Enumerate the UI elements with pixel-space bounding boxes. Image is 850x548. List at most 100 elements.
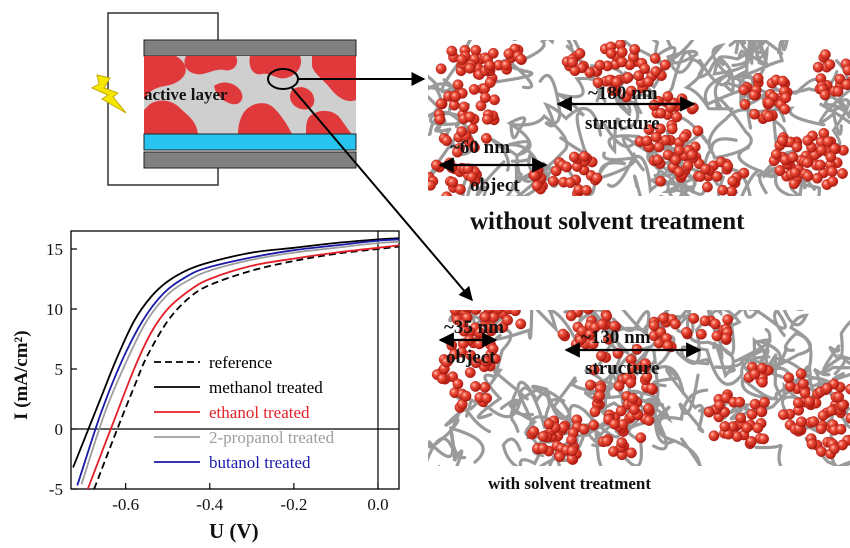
domain-particle bbox=[450, 305, 460, 315]
domain-particle bbox=[784, 373, 794, 383]
domain-particle bbox=[825, 59, 835, 69]
domain-particle bbox=[736, 413, 746, 423]
domain-particle bbox=[465, 63, 475, 73]
domain-particle bbox=[453, 379, 463, 389]
domain-particle bbox=[747, 409, 757, 419]
domain-particle bbox=[465, 367, 475, 377]
domain-particle bbox=[780, 104, 790, 114]
domain-particle bbox=[630, 44, 640, 54]
x-tick-label: -0.4 bbox=[196, 495, 223, 514]
domain-particle bbox=[461, 391, 471, 401]
x-tick-label: 0.0 bbox=[367, 495, 388, 514]
domain-particle bbox=[467, 300, 477, 310]
domain-particle bbox=[617, 47, 627, 57]
domain-particle bbox=[623, 72, 633, 82]
domain-particle bbox=[658, 313, 668, 323]
domain-particle bbox=[588, 420, 598, 430]
domain-particle bbox=[663, 91, 673, 101]
legend-label: 2-propanol treated bbox=[209, 428, 335, 447]
domain-particle bbox=[661, 135, 671, 145]
structure-label-top: structure bbox=[585, 113, 660, 134]
domain-particle bbox=[674, 145, 684, 155]
lightning-icon bbox=[92, 75, 126, 113]
domain-particle bbox=[667, 124, 677, 134]
domain-particle bbox=[815, 160, 825, 170]
domain-particle bbox=[651, 66, 661, 76]
domain-particle bbox=[617, 57, 627, 67]
domain-particle bbox=[516, 54, 526, 64]
x-axis-label: U (V) bbox=[209, 519, 259, 543]
domain-particle bbox=[804, 396, 814, 406]
domain-particle bbox=[626, 448, 636, 458]
domain-particle bbox=[709, 431, 719, 441]
domain-particle bbox=[704, 407, 714, 417]
domain-particle bbox=[617, 437, 627, 447]
bottom-electrode bbox=[144, 152, 356, 168]
domain-particle bbox=[816, 446, 826, 456]
domain-particle bbox=[629, 404, 639, 414]
domain-particle bbox=[482, 114, 492, 124]
y-tick-label: 10 bbox=[46, 300, 63, 319]
domain-particle bbox=[753, 73, 763, 83]
domain-particle bbox=[457, 54, 467, 64]
domain-particle bbox=[606, 48, 616, 58]
domain-particle bbox=[710, 319, 720, 329]
domain-particle bbox=[728, 176, 738, 186]
caption-without-treatment: without solvent treatment bbox=[470, 208, 745, 236]
morphology-with-treatment: ~130 nm structure ~35 nm object bbox=[424, 249, 850, 501]
domain-particle bbox=[701, 164, 711, 174]
domain-particle bbox=[642, 136, 652, 146]
domain-particle bbox=[471, 304, 481, 314]
domain-particle bbox=[538, 443, 548, 453]
domain-particle bbox=[548, 176, 558, 186]
domain-particle bbox=[640, 63, 650, 73]
domain-particle bbox=[485, 60, 495, 70]
size-label-small: ~60 nm bbox=[450, 137, 510, 158]
domain-particle bbox=[693, 126, 703, 136]
domain-particle bbox=[833, 86, 843, 96]
domain-particle bbox=[778, 410, 788, 420]
domain-particle bbox=[749, 90, 759, 100]
y-axis-label: I (mA/cm²) bbox=[11, 330, 32, 420]
domain-particle bbox=[771, 149, 781, 159]
domain-particle bbox=[671, 155, 681, 165]
domain-particle bbox=[793, 398, 803, 408]
domain-particle bbox=[677, 94, 687, 104]
domain-particle bbox=[753, 423, 763, 433]
domain-particle bbox=[816, 424, 826, 434]
domain-particle bbox=[796, 417, 806, 427]
domain-particle bbox=[681, 327, 691, 337]
domain-particle bbox=[792, 142, 802, 152]
domain-particle bbox=[470, 381, 480, 391]
domain-particle bbox=[448, 177, 458, 187]
domain-particle bbox=[436, 99, 446, 109]
domain-particle bbox=[836, 424, 846, 434]
domain-particle bbox=[435, 114, 445, 124]
domain-particle bbox=[457, 126, 467, 136]
domain-particle bbox=[696, 329, 706, 339]
domain-particle bbox=[480, 92, 490, 102]
domain-particle bbox=[826, 405, 836, 415]
domain-particle bbox=[757, 377, 767, 387]
domain-particle bbox=[807, 439, 817, 449]
domain-particle bbox=[501, 60, 511, 70]
domain-particle bbox=[583, 304, 593, 314]
domain-particle bbox=[746, 436, 756, 446]
domain-particle bbox=[567, 57, 577, 67]
domain-particle bbox=[812, 173, 822, 183]
domain-particle bbox=[465, 112, 475, 122]
transparent-electrode bbox=[144, 134, 356, 150]
domain-particle bbox=[798, 379, 808, 389]
domain-particle bbox=[742, 423, 752, 433]
domain-particle bbox=[628, 393, 638, 403]
domain-particle bbox=[790, 167, 800, 177]
domain-particle bbox=[837, 168, 847, 178]
domain-particle bbox=[803, 171, 813, 181]
legend-label: methanol treated bbox=[209, 378, 323, 397]
domain-particle bbox=[504, 49, 514, 59]
domain-particle bbox=[558, 329, 568, 339]
x-tick-label: -0.6 bbox=[112, 495, 139, 514]
domain-particle bbox=[777, 135, 787, 145]
domain-particle bbox=[702, 182, 712, 192]
